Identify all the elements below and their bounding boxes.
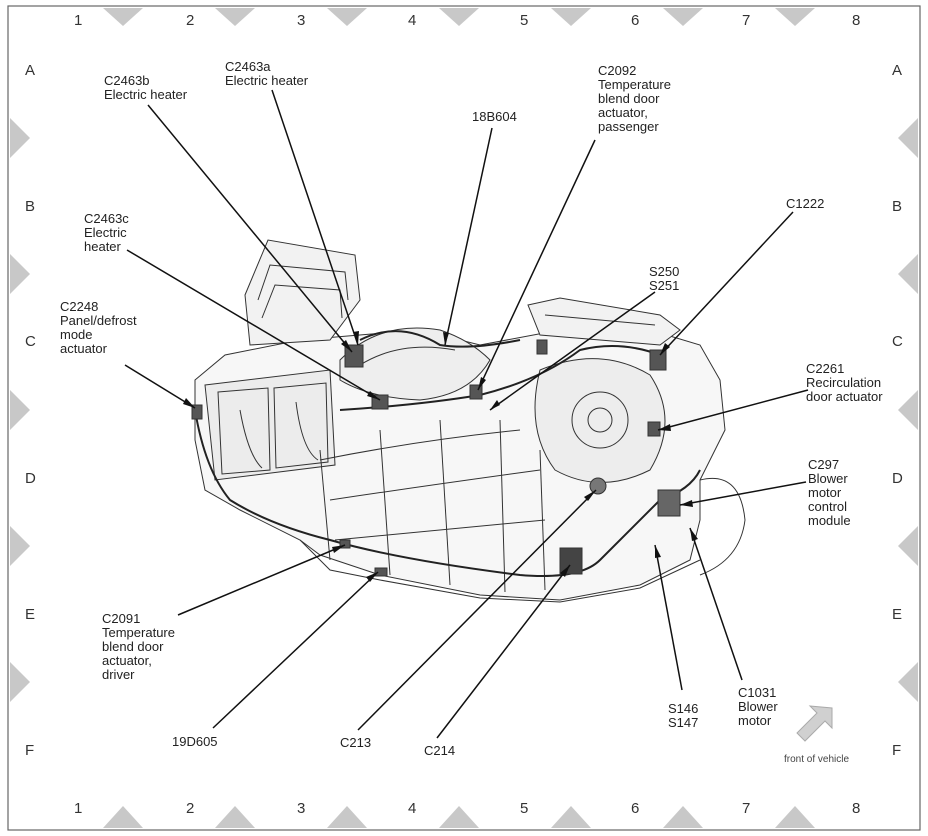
front-of-vehicle-arrow-icon xyxy=(796,705,833,742)
grid-col-top-2: 2 xyxy=(186,12,195,29)
leader-18b604 xyxy=(444,127,493,346)
leader-c2248 xyxy=(124,364,196,409)
callout-c214: C214 xyxy=(424,743,456,758)
grid-col-bottom-1: 1 xyxy=(74,800,83,817)
grid-col-top-4: 4 xyxy=(408,12,417,29)
front-of-vehicle-label: front of vehicle xyxy=(784,754,850,765)
leader-arrowheads xyxy=(183,331,698,582)
leader-c2261 xyxy=(657,389,809,431)
callout-c213: C213 xyxy=(340,735,372,750)
leader-c2463c xyxy=(126,249,381,401)
callout-18b604: 18B604 xyxy=(472,109,517,124)
leader-c2092 xyxy=(477,139,596,391)
grid-row-left-f: F xyxy=(25,742,35,759)
callout-c1222: C1222 xyxy=(786,196,825,211)
leader-lines xyxy=(124,89,809,739)
grid-col-bottom-2: 2 xyxy=(186,800,195,817)
callout-c2261: C2261 Recirculation door actuator xyxy=(806,361,883,404)
leader-c213 xyxy=(357,489,597,731)
grid-row-right-a: A xyxy=(892,62,903,79)
leader-s146 xyxy=(654,544,683,691)
leader-19d605 xyxy=(212,571,379,729)
grid-row-right-c: C xyxy=(892,333,903,350)
callout-c1031: C1031 Blower motor xyxy=(738,685,778,728)
grid-row-left-c: C xyxy=(25,333,36,350)
grid-col-bottom-5: 5 xyxy=(520,800,529,817)
top-grid-triangles xyxy=(103,8,815,26)
callout-c2463b: C2463b Electric heater xyxy=(104,73,188,102)
callout-c2463a: C2463a Electric heater xyxy=(225,59,309,88)
grid-row-left-e: E xyxy=(25,606,36,623)
grid-row-left-a: A xyxy=(25,62,36,79)
leader-c297 xyxy=(679,481,807,506)
grid-row-left-d: D xyxy=(25,470,36,487)
grid-col-bottom-7: 7 xyxy=(742,800,751,817)
leader-c1222 xyxy=(659,211,794,356)
frame-border xyxy=(7,5,921,831)
grid-row-right-d: D xyxy=(892,470,903,487)
callout-c2092: C2092 Temperature blend door actuator, p… xyxy=(598,63,671,134)
grid-row-right-b: B xyxy=(892,198,903,215)
grid-col-top-5: 5 xyxy=(520,12,529,29)
grid-col-bottom-8: 8 xyxy=(852,800,861,817)
leader-s250 xyxy=(489,291,656,411)
right-grid-triangles xyxy=(898,118,918,702)
left-grid-triangles xyxy=(10,118,30,702)
leader-c1031 xyxy=(689,527,743,681)
grid-col-bottom-4: 4 xyxy=(408,800,417,817)
leader-c2091 xyxy=(177,544,346,616)
grid-col-top-6: 6 xyxy=(631,12,640,29)
grid-col-top-8: 8 xyxy=(852,12,861,29)
grid-row-right-f: F xyxy=(892,742,902,759)
grid-row-right-e: E xyxy=(892,606,903,623)
callout-s146: S146 S147 xyxy=(668,701,699,730)
callout-c2091: C2091 Temperature blend door actuator, d… xyxy=(102,611,175,682)
callout-19d605: 19D605 xyxy=(172,734,218,749)
callout-c2248: C2248 Panel/defrost mode actuator xyxy=(60,299,137,356)
callout-s250: S250 S251 xyxy=(649,264,680,293)
leader-c2463a xyxy=(271,89,359,346)
hvac-module-drawing xyxy=(191,239,746,603)
grid-row-left-b: B xyxy=(25,198,36,215)
grid-col-top-1: 1 xyxy=(74,12,83,29)
grid-col-bottom-3: 3 xyxy=(297,800,306,817)
grid-col-top-7: 7 xyxy=(742,12,751,29)
leader-c2463b xyxy=(147,104,353,353)
callout-c2463c: C2463c Electric heater xyxy=(84,211,129,254)
bottom-grid-triangles xyxy=(103,806,815,828)
grid-col-top-3: 3 xyxy=(297,12,306,29)
grid-col-bottom-6: 6 xyxy=(631,800,640,817)
callout-c297: C297 Blower motor control module xyxy=(808,457,851,528)
leader-c214 xyxy=(436,564,571,739)
